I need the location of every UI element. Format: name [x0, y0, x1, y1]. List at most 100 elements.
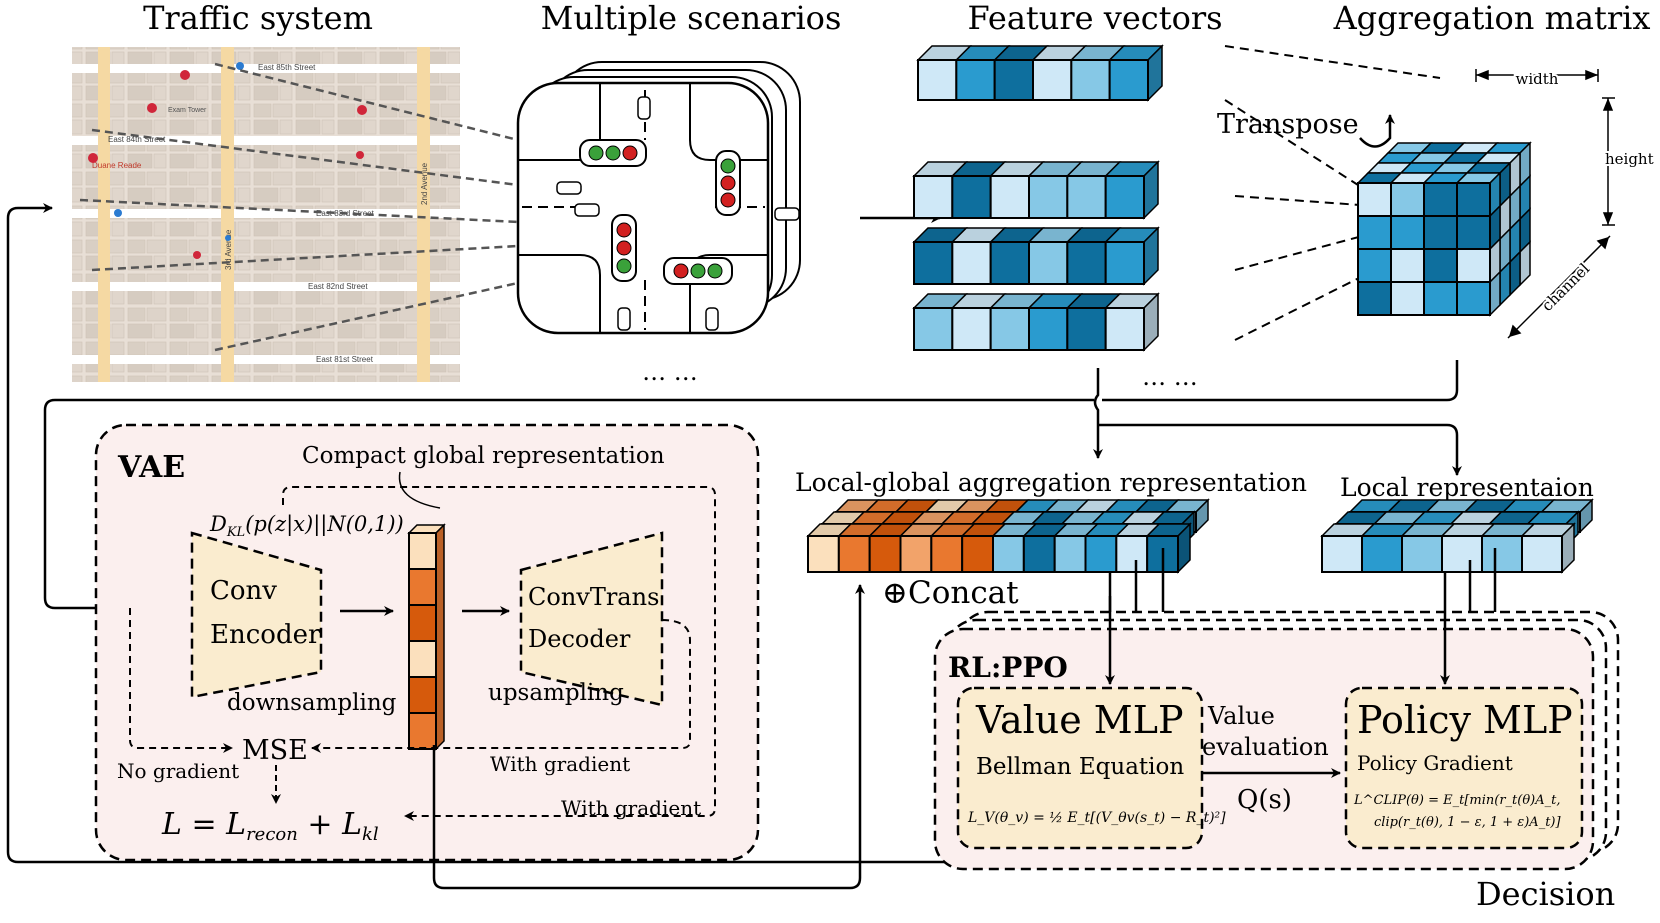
- map-pin-icon: [88, 70, 367, 259]
- vector-cell: [1066, 241, 1107, 285]
- latent-vector: [407, 523, 446, 751]
- value-mlp-title: Value MLP: [975, 698, 1184, 742]
- vector-cell: [993, 59, 1035, 101]
- cube-front-cell: [1390, 281, 1425, 316]
- latent-cell: [408, 568, 437, 606]
- concat-label: ⊕Concat: [882, 575, 1019, 611]
- latent-cell: [408, 532, 437, 570]
- map-marker-icon: [114, 62, 244, 241]
- vector-cell: [1361, 535, 1403, 573]
- map-poi-duane-reade: Duane Reade: [92, 161, 142, 170]
- transpose-rotate-icon: [1359, 114, 1395, 148]
- vector-cell: [1104, 307, 1145, 351]
- vector-cell: [1104, 241, 1145, 285]
- value-mlp-subtitle: Bellman Equation: [976, 754, 1184, 780]
- vector-cell: [1032, 59, 1073, 101]
- cube-front-cell: [1390, 215, 1425, 250]
- decision-label: Decision: [1476, 875, 1615, 913]
- traffic-light-left-icon: [611, 214, 637, 282]
- cube-front-cell: [1390, 248, 1425, 283]
- feature-vector-top: [916, 44, 1164, 102]
- feature-vector-1: [912, 160, 1160, 220]
- title-multiple-scenarios: Multiple scenarios: [541, 0, 842, 37]
- value-loss-formula: L_V(θ_v) = ½ E_t[(V_θv(s_t) − R_t)²]: [967, 810, 1226, 826]
- map-poi-exam-tower: Exam Tower: [168, 107, 207, 114]
- transpose-label: Transpose: [1217, 109, 1359, 140]
- vector-cell: [1028, 175, 1069, 219]
- latent-cell: [408, 712, 437, 750]
- mse-label: MSE: [242, 735, 308, 766]
- vector-cell: [1115, 535, 1149, 573]
- encoder-label-line2: Encoder: [210, 620, 321, 650]
- cube-height-label: height: [1605, 150, 1654, 168]
- vector-cell: [917, 59, 958, 101]
- aggregation-cube: [1356, 141, 1532, 317]
- title-feature-vectors: Feature vectors: [967, 0, 1222, 37]
- cube-channel-dim: [1507, 235, 1611, 339]
- cube-width-label: width: [1516, 70, 1559, 88]
- local-global-bar-front: [806, 522, 1192, 574]
- policy-mlp-subtitle: Policy Gradient: [1357, 751, 1513, 775]
- title-traffic-system: Traffic system: [143, 0, 373, 37]
- vector-cell: [1441, 535, 1483, 573]
- vector-cell: [1321, 535, 1363, 573]
- latent-cell: [408, 640, 437, 678]
- vector-cell: [989, 307, 1031, 351]
- downsampling-label: downsampling: [227, 690, 397, 716]
- compact-representation-label: Compact global representation: [302, 443, 665, 469]
- decoder-label-line1: ConvTrans: [528, 583, 659, 611]
- policy-mlp-title: Policy MLP: [1357, 698, 1573, 742]
- vector-cell: [899, 535, 933, 573]
- scenario-stack: [516, 61, 801, 335]
- value-evaluation-label-2: evaluation: [1202, 733, 1329, 761]
- map-street-82: East 82nd Street: [308, 282, 368, 291]
- with-gradient-label-1: With gradient: [490, 752, 630, 776]
- vectors-ellipsis: … …: [1142, 363, 1198, 391]
- vector-cell: [1108, 59, 1149, 101]
- vector-cell: [913, 241, 954, 285]
- vector-cell: [1084, 535, 1118, 573]
- ppo-title: RL:PPO: [948, 651, 1068, 684]
- traffic-light-top-icon: [579, 139, 647, 167]
- map-street-81: East 81st Street: [316, 355, 374, 364]
- feature-vector-2: [912, 226, 1160, 286]
- car-icon: [556, 96, 800, 331]
- no-gradient-label: No gradient: [117, 759, 239, 783]
- traffic-light-bottom-icon: [663, 257, 733, 285]
- cube-front-cell: [1456, 182, 1491, 217]
- local-repr-label: Local representaion: [1340, 473, 1594, 502]
- latent-cell: [408, 676, 437, 714]
- vector-cell: [1481, 535, 1523, 573]
- conv-encoder-block: [190, 531, 323, 699]
- cube-front-cell: [1357, 182, 1392, 217]
- loss-formula: L = Lrecon + Lkl: [161, 807, 379, 845]
- cube-front-cell: [1456, 281, 1491, 316]
- policy-loss-formula-2: clip(r_t(θ), 1 − ε, 1 + ε)A_t)]: [1374, 815, 1561, 830]
- cube-width-dim: [1475, 69, 1599, 82]
- policy-mlp-box: [1344, 686, 1584, 850]
- value-evaluation-label-1: Value: [1207, 702, 1275, 730]
- vector-cell: [955, 59, 996, 101]
- vector-cell: [951, 307, 992, 351]
- local-representation: [1320, 498, 1594, 574]
- vector-cell: [1401, 535, 1443, 573]
- compact-pointer-line: [398, 471, 441, 509]
- cube-front-cell: [1390, 182, 1425, 217]
- map-street-85: East 85th Street: [258, 63, 316, 72]
- local-bar-front: [1320, 522, 1576, 574]
- cube-front-cell: [1357, 248, 1392, 283]
- local-global-representation: [806, 498, 1210, 574]
- vector-cell: [992, 535, 1025, 573]
- value-mlp-box: [956, 686, 1204, 850]
- vector-cell: [989, 175, 1031, 219]
- cube-height-dim: [1602, 97, 1615, 226]
- title-aggregation-matrix: Aggregation matrix: [1333, 0, 1651, 37]
- cube-front-cell: [1423, 215, 1458, 250]
- vector-cell: [1053, 535, 1087, 573]
- cube-front-cell: [1423, 182, 1458, 217]
- with-gradient-label-2: With gradient: [561, 796, 701, 820]
- cube-front-cell: [1423, 281, 1458, 316]
- vector-cell: [868, 535, 902, 573]
- upsampling-label: upsampling: [488, 680, 624, 706]
